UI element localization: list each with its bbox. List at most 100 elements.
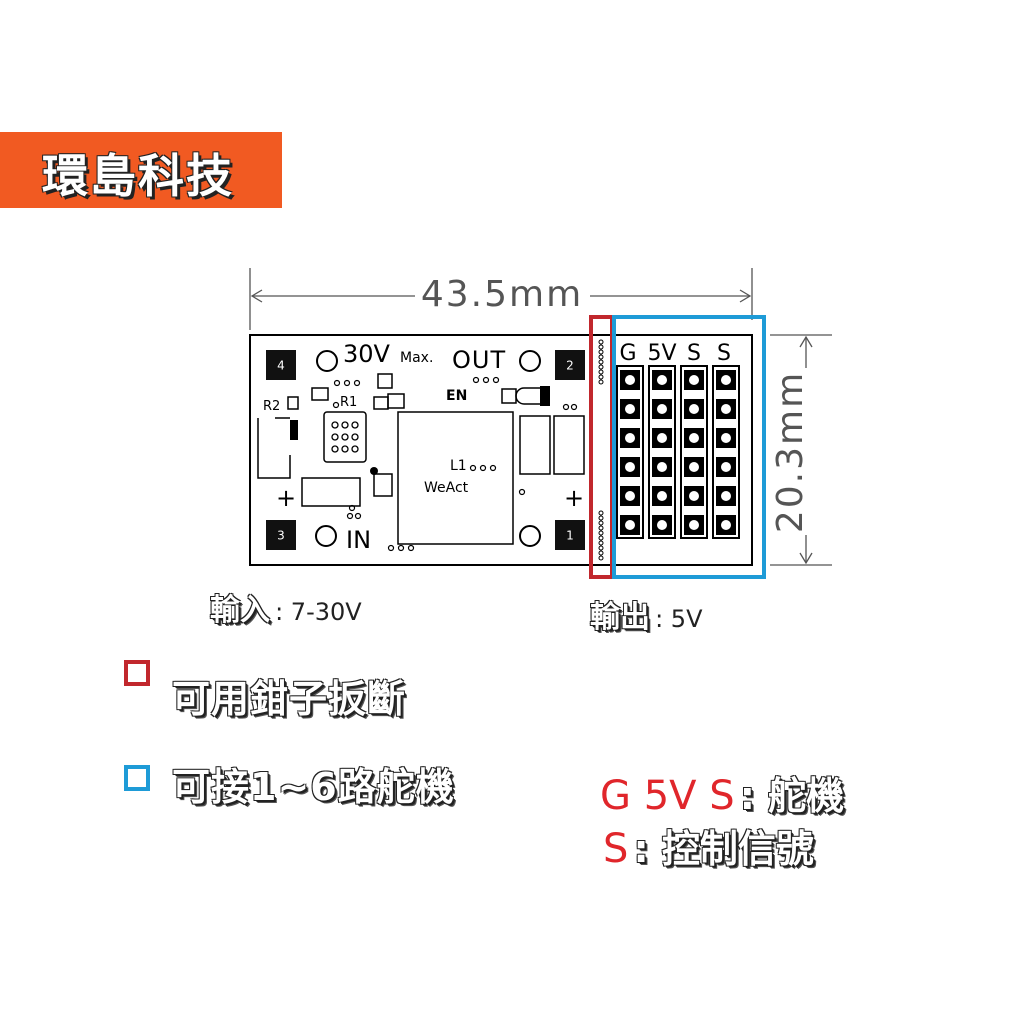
output-row: 輸出 : 5V	[590, 592, 703, 636]
pin-hole	[625, 375, 635, 385]
pin-column	[680, 365, 708, 539]
height-dimension-label: 20.3mm	[770, 371, 811, 533]
pin-hole	[721, 520, 731, 530]
pin-hole	[625, 491, 635, 501]
via	[598, 510, 604, 516]
hole-label-2: 2	[566, 359, 574, 373]
via	[598, 545, 604, 551]
width-dimension	[249, 268, 753, 330]
r2-label: R2	[263, 399, 280, 414]
pin-header-5v: 5V	[647, 341, 676, 366]
maker-label: WeAct	[424, 480, 469, 496]
blue-box-text: 可接1~6路舵機	[172, 765, 455, 809]
pin-hole	[657, 520, 667, 530]
pins-term: G 5V S	[600, 773, 735, 819]
input-value: : 7-30V	[275, 598, 362, 626]
output-value: : 5V	[655, 605, 703, 633]
out-label: OUT	[452, 346, 506, 374]
pin-hole	[689, 375, 699, 385]
pin-hole	[721, 404, 731, 414]
pin-hole	[657, 404, 667, 414]
pin-hole	[721, 491, 731, 501]
pad-circle	[315, 525, 337, 547]
pin-hole	[689, 520, 699, 530]
hole-label-4: 4	[277, 359, 285, 373]
voltage-label: 30V	[343, 340, 391, 368]
pad-circle	[316, 350, 338, 372]
pin-hole	[721, 462, 731, 472]
pin-hole	[689, 462, 699, 472]
pin-hole	[625, 433, 635, 443]
pad-circle	[519, 525, 541, 547]
via	[598, 374, 604, 380]
plus-right: +	[564, 484, 584, 512]
pin-hole	[625, 404, 635, 414]
pin-column	[616, 365, 644, 539]
pin-column	[712, 365, 740, 539]
via	[598, 349, 604, 355]
signal-term: S	[603, 826, 629, 872]
pin-hole	[657, 491, 667, 501]
via	[598, 364, 604, 370]
mount-hole-3	[266, 520, 296, 550]
pin-hole	[689, 491, 699, 501]
max-label: Max.	[400, 350, 433, 366]
hole-label-3: 3	[277, 529, 285, 543]
via	[598, 359, 604, 365]
pin-header-s2: S	[717, 341, 731, 366]
via	[598, 540, 604, 546]
via	[598, 520, 604, 526]
pin-hole	[689, 404, 699, 414]
pin-hole	[625, 462, 635, 472]
l1-label: L1	[450, 458, 467, 474]
plus-left: +	[276, 484, 296, 512]
height-dimension	[770, 334, 832, 566]
via	[598, 354, 604, 360]
servo-area-highlight	[612, 315, 766, 579]
signal-desc: : 控制信號	[633, 827, 814, 871]
via	[598, 379, 604, 385]
red-box-swatch	[124, 660, 150, 686]
pin-header-s1: S	[687, 341, 701, 366]
mount-hole-2	[555, 350, 585, 380]
hole-label-1: 1	[566, 529, 574, 543]
brand-banner	[0, 132, 282, 208]
in-label: IN	[346, 526, 371, 554]
en-label: EN	[446, 388, 467, 404]
r1-label: R1	[340, 395, 357, 410]
via	[598, 555, 604, 561]
pin-header-g: G	[619, 341, 636, 366]
pin-header-grid	[616, 365, 740, 539]
input-label: 輸入	[210, 593, 270, 628]
pin-hole	[689, 433, 699, 443]
red-box-text: 可用鉗子扳斷	[172, 677, 407, 721]
via	[598, 525, 604, 531]
brand-name: 環島科技	[42, 149, 234, 203]
via	[598, 515, 604, 521]
breakaway-vias	[598, 339, 604, 561]
pin-column	[648, 365, 676, 539]
mount-hole-4	[266, 350, 296, 380]
pin-hole	[657, 433, 667, 443]
pin-hole	[625, 520, 635, 530]
width-dimension-label: 43.5mm	[421, 274, 583, 315]
pins-desc: : 舵機	[739, 774, 845, 818]
via	[598, 530, 604, 536]
pins-legend: G 5V S : 舵機	[600, 765, 844, 820]
pin-hole	[721, 375, 731, 385]
input-row: 輸入 : 7-30V	[210, 585, 362, 629]
mount-hole-1	[555, 520, 585, 550]
pin-hole	[657, 375, 667, 385]
blue-box-swatch	[124, 765, 150, 791]
signal-legend: S : 控制信號	[603, 818, 814, 873]
via	[598, 369, 604, 375]
pin-hole	[721, 433, 731, 443]
via	[598, 535, 604, 541]
pin-hole	[657, 462, 667, 472]
pad-circle	[519, 350, 541, 372]
output-label: 輸出	[590, 600, 650, 635]
via	[598, 550, 604, 556]
via	[598, 339, 604, 345]
via	[598, 344, 604, 350]
